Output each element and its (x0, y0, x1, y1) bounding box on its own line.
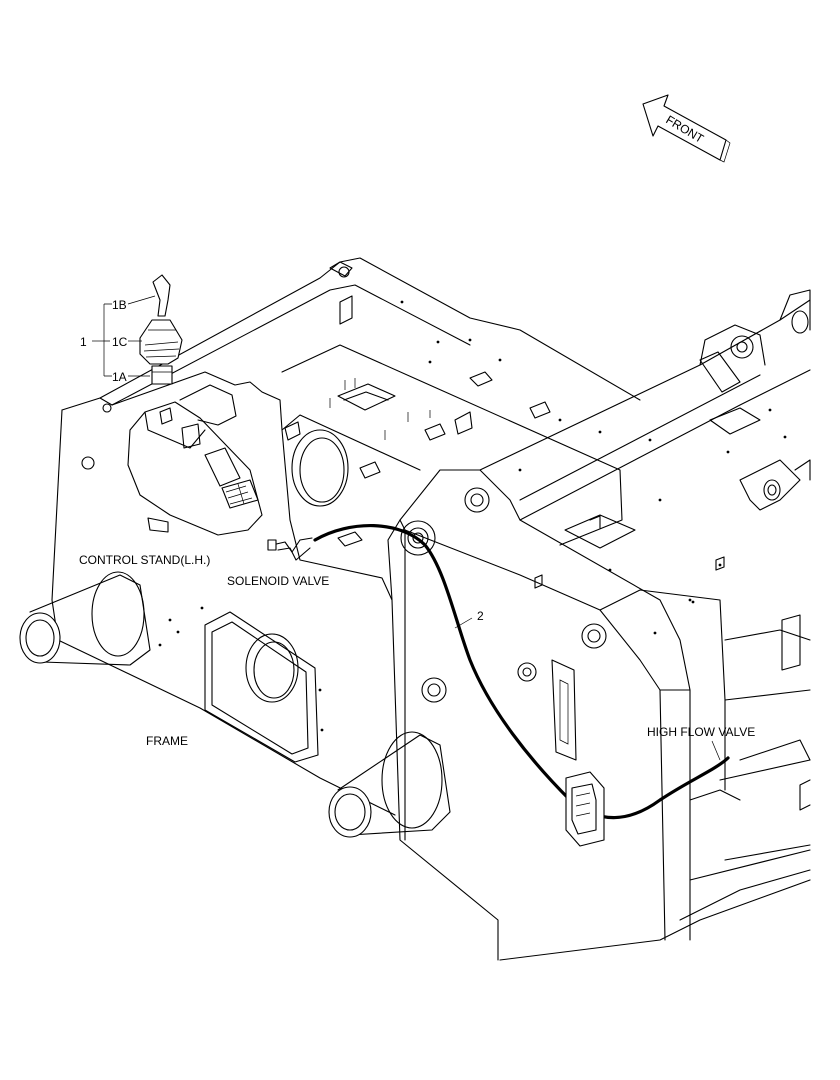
part-1c-label: 1C (112, 335, 128, 349)
leader-lines (92, 295, 721, 761)
part-2-label: 2 (477, 609, 484, 623)
control-stand (127, 384, 263, 536)
high-flow-valve-label: HIGH FLOW VALVE (647, 725, 755, 739)
solenoid-valve-label: SOLENOID VALVE (227, 574, 329, 588)
solenoid-valve (267, 531, 363, 561)
axle-tube-right (328, 731, 451, 838)
part-1-label: 1 (80, 335, 87, 349)
frame-label: FRAME (146, 734, 188, 748)
control-stand-label: CONTROL STAND(L.H.) (79, 553, 210, 567)
axle-tube-left (19, 571, 151, 666)
frame-body (51, 257, 811, 961)
front-arrow-icon: FRONT (642, 94, 731, 163)
part-1a-label: 1A (112, 370, 127, 384)
harness-cable (313, 524, 730, 847)
part-1b-label: 1B (112, 298, 127, 312)
joystick (139, 274, 183, 385)
